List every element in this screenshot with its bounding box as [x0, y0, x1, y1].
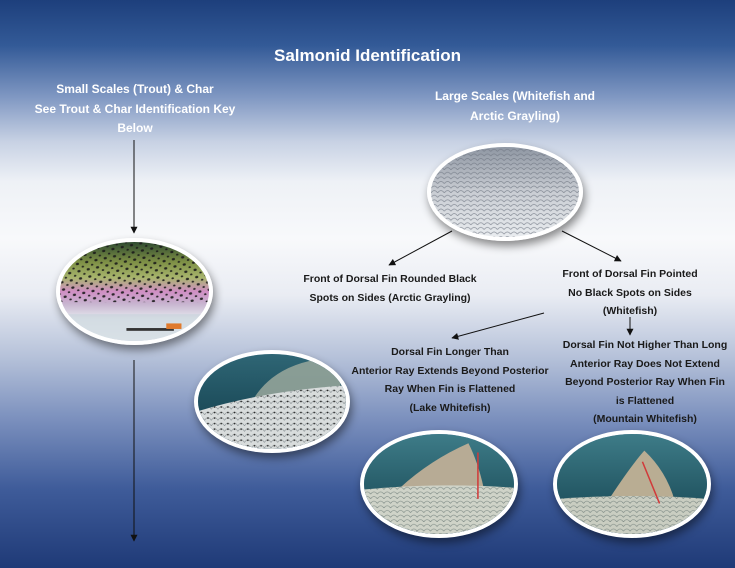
grayling-dorsal-fin-photo	[194, 350, 350, 453]
arrow-to-whitefish	[561, 230, 622, 262]
arrow-to-arctic-grayling	[388, 230, 453, 266]
large-scales-photo	[427, 143, 583, 241]
whitefish-label: Front of Dorsal Fin Pointed No Black Spo…	[562, 268, 698, 317]
trout-scales-photo	[56, 238, 213, 345]
lake-whitefish-fin-photo	[360, 430, 518, 538]
lake-whitefish-label: Dorsal Fin Longer Than Anterior Ray Exte…	[351, 346, 549, 414]
large-scales-heading: Large Scales (Whitefish and Arctic Grayl…	[434, 89, 596, 123]
mountain-whitefish-label: Dorsal Fin Not Higher Than Long Anterior…	[562, 339, 728, 425]
arrow-to-lake-whitefish	[451, 312, 545, 340]
page-title: Salmonid Identification	[273, 46, 461, 65]
small-scales-heading: Small Scales (Trout) & Char See Trout & …	[34, 82, 236, 135]
arctic-grayling-label: Front of Dorsal Fin Rounded Black Spots …	[303, 273, 477, 304]
mountain-whitefish-fin-photo	[553, 430, 711, 538]
